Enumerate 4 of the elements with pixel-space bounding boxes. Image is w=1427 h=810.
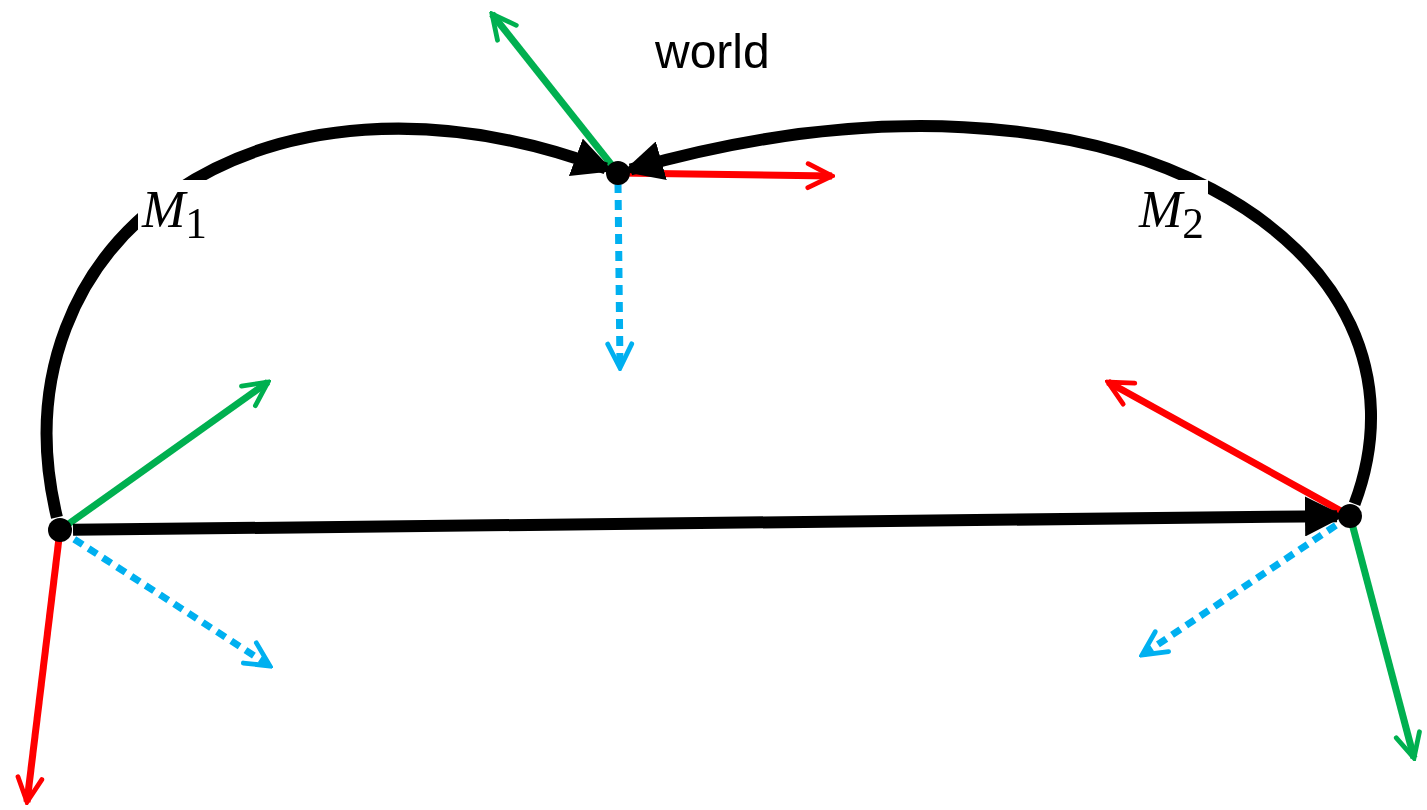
frame-origin-dot (1338, 504, 1362, 528)
frame-origin-dot (606, 161, 630, 185)
frame-label: world (655, 24, 770, 79)
frame-origin-dot (48, 518, 72, 542)
